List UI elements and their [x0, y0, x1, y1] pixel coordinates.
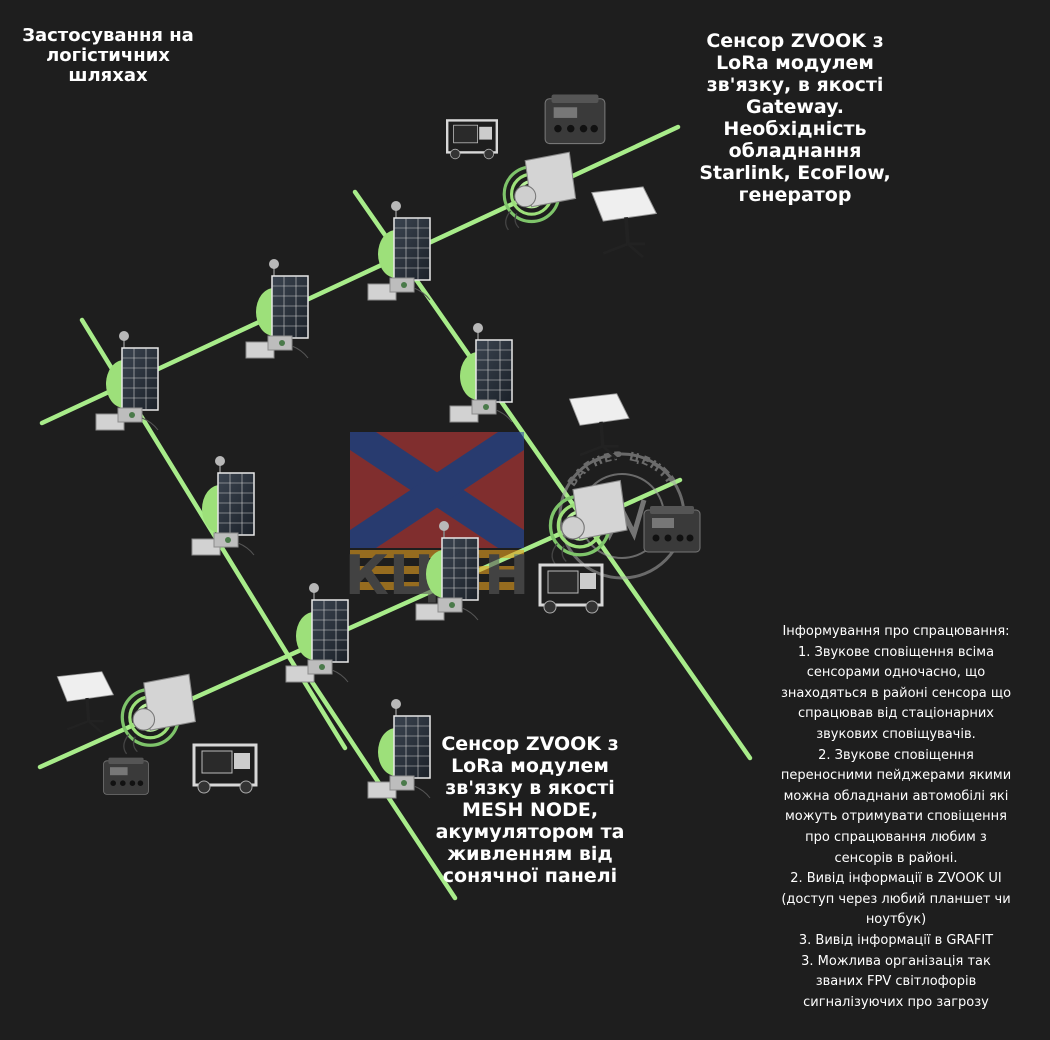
notify-line: 1. Звукове сповіщення всіма — [797, 644, 995, 660]
solar-node — [285, 582, 349, 683]
notify-line: сигналізуючих про загрозу — [803, 994, 989, 1010]
notify-line: можна обладнани автомобілі які — [783, 788, 1009, 804]
notify-line: (доступ через любий планшет чи — [781, 891, 1011, 907]
starlink-dish-icon — [589, 185, 659, 260]
page-title: Застосування на логістичних шляхах — [10, 26, 206, 86]
caption-line: Сенсор ZVOOK з — [706, 30, 884, 52]
notify-line: 3. Вивід інформації в GRAFIT — [798, 932, 994, 948]
caption-line: LoRa модулем — [451, 755, 609, 777]
caption-line: живленням від — [447, 843, 613, 865]
caption-line: акумулятором та — [435, 821, 625, 843]
caption-line: LoRa модулем — [716, 52, 874, 74]
caption-line: Starlink, EcoFlow, — [699, 162, 891, 184]
notify-line: знаходяться в районі сенсора що — [780, 685, 1012, 701]
notify-line: сенсорів в районі. — [834, 850, 958, 866]
caption-line: сонячної панелі — [442, 865, 618, 887]
caption-line: Сенсор ZVOOK з — [441, 733, 619, 755]
notify-line: званих FPV світлофорів — [815, 974, 977, 990]
ecoflow-station-icon — [544, 93, 606, 145]
generator-icon — [192, 743, 258, 795]
solar-node — [245, 258, 309, 359]
notify-line: ноутбук) — [865, 912, 927, 928]
gateway-top — [445, 93, 659, 260]
title-line: логістичних — [46, 45, 170, 66]
gateway-bottom — [55, 670, 258, 795]
notify-line: спрацював від стаціонарних — [798, 706, 994, 722]
caption-line: MESH NODE, — [461, 799, 599, 821]
notify-line: можуть отримувати сповіщення — [785, 809, 1007, 825]
notify-line: Інформування про спрацювання: — [782, 624, 1010, 639]
gateway-sensor-icon — [120, 672, 198, 756]
notify-line: сенсорами одночасно, що — [806, 665, 986, 681]
gateway-sensor-icon — [548, 478, 629, 566]
title-line: Застосування на — [22, 25, 194, 46]
ecoflow-station-icon — [103, 757, 149, 795]
caption-line: обладнання — [728, 140, 862, 162]
notify-line: про спрацювання любим з — [805, 829, 987, 845]
ecoflow-station-icon — [643, 505, 701, 553]
notify-line: 2. Звукове сповіщення — [818, 747, 974, 763]
notify-line: переносними пейджерами якими — [780, 768, 1012, 784]
caption-line: зв'язку в якості — [445, 777, 615, 799]
solar-node — [191, 455, 255, 556]
notification-info: Інформування про спрацювання: 1. Звукове… — [760, 622, 1032, 1013]
gateway-sensor-icon — [502, 150, 578, 232]
starlink-dish-icon — [55, 670, 116, 735]
notify-line: 2. Вивід інформації в ZVOOK UI — [790, 871, 1002, 887]
caption-line: зв'язку, в якості — [706, 74, 884, 96]
title-line: шляхах — [68, 65, 148, 86]
gateway-middle — [538, 392, 701, 615]
notify-line: 3. Можлива організація так — [801, 953, 991, 969]
generator-icon — [445, 119, 499, 161]
caption-line: Необхідність — [723, 118, 867, 140]
starlink-dish-icon — [567, 392, 631, 461]
route-line — [352, 189, 753, 761]
mesh-node-caption: Сенсор ZVOOK з LoRa модулем зв'язку в як… — [428, 733, 632, 887]
gateway-caption: Сенсор ZVOOK з LoRa модулем зв'язку, в я… — [680, 30, 910, 206]
caption-line: генератор — [738, 184, 852, 206]
caption-line: Gateway. — [745, 96, 845, 118]
notify-line: звукових сповіщувачів. — [816, 726, 976, 742]
solar-node — [95, 330, 159, 431]
solar-node — [367, 698, 431, 799]
